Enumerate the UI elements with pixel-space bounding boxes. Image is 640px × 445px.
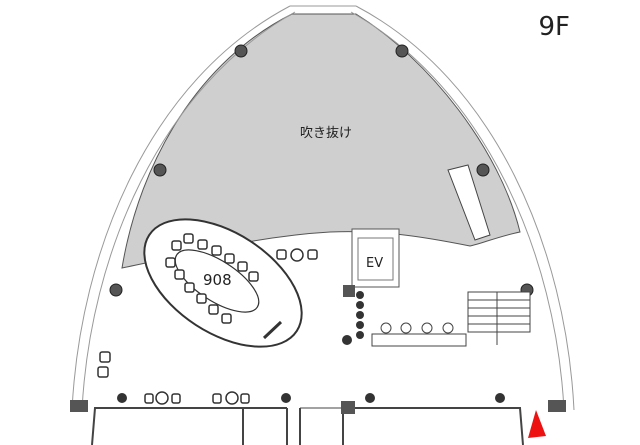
counter: [371, 322, 467, 347]
current-location-marker: [528, 410, 546, 438]
elevator-label: EV: [366, 256, 384, 271]
outer-wall-right: [355, 5, 575, 411]
planters: [117, 291, 505, 403]
south-wall: [91, 407, 524, 445]
floor-label: 9F: [538, 12, 571, 42]
bottom-seats: [97, 351, 250, 405]
atrium-label: 吹き抜け: [300, 126, 353, 141]
stairs: [447, 164, 531, 345]
columns: [109, 44, 534, 297]
atrium-area: [121, 13, 521, 269]
lounge-seats: [276, 248, 318, 262]
outer-wall-left: [71, 5, 291, 411]
chairs: [165, 233, 259, 324]
meeting-room-908[interactable]: [122, 193, 324, 373]
meeting-room-label: 908: [203, 271, 232, 289]
pillar: [343, 285, 355, 297]
elevator-shaft: [351, 228, 400, 288]
